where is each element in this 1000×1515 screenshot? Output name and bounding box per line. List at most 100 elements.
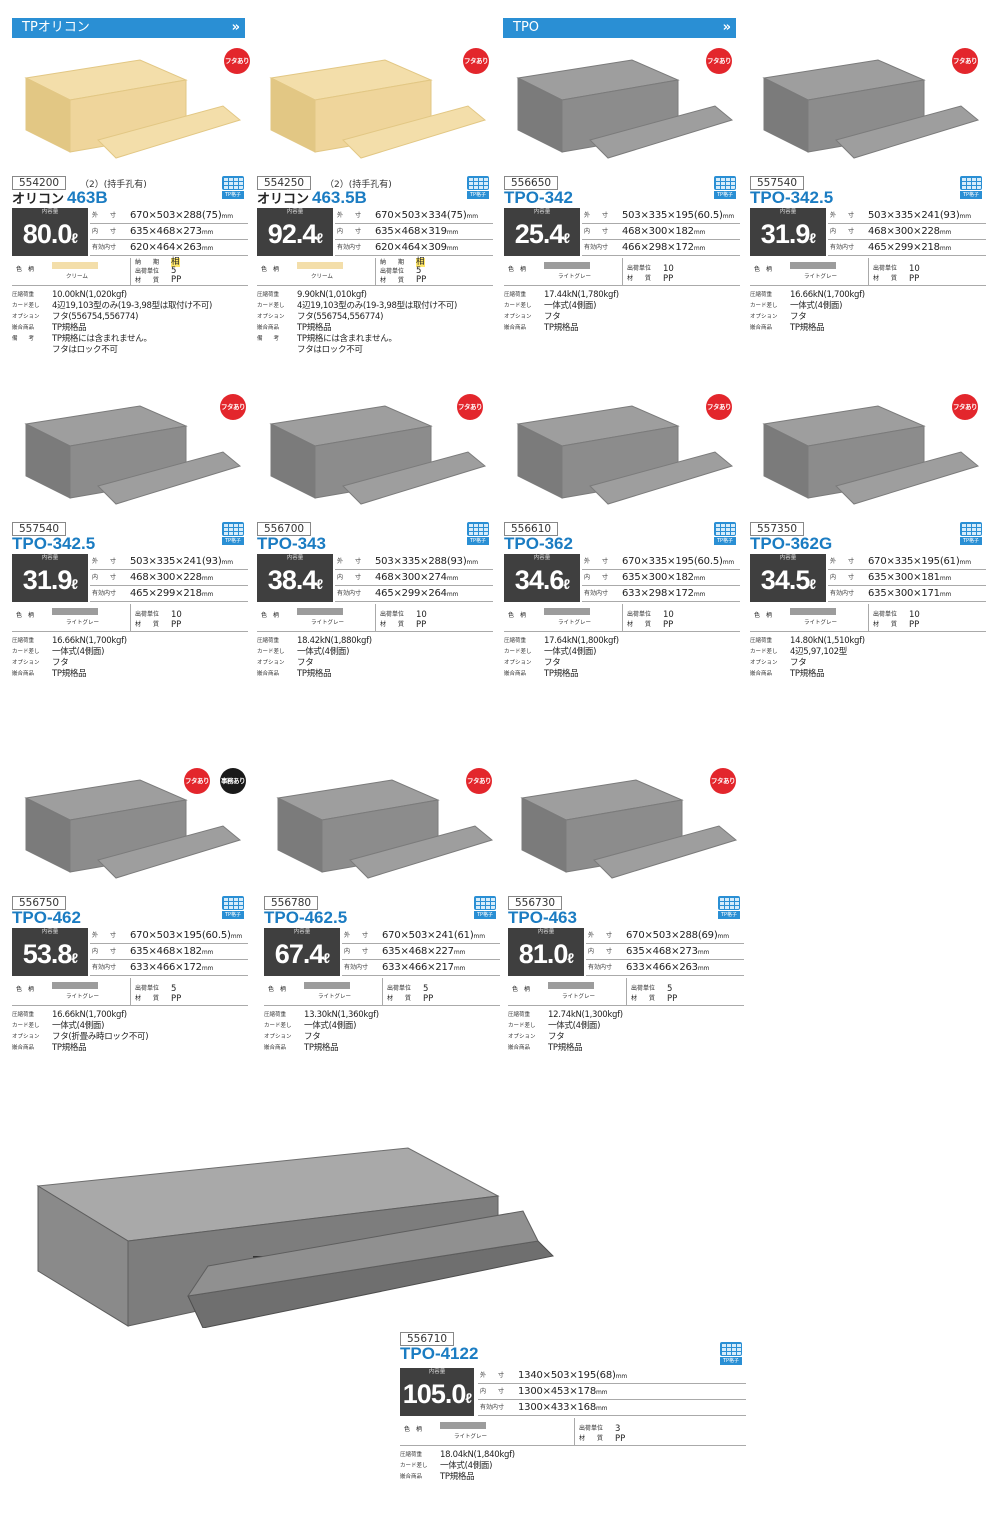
spec-option: オプションフタ(556754,556774) xyxy=(257,312,384,322)
spec-card: カード差し一体式(4側面) xyxy=(504,647,597,657)
color-name: ライトグレー xyxy=(562,994,596,1000)
capacity-value: 31.9ℓ xyxy=(760,219,816,249)
dimension-row-inner: 内 寸 635×468×182mm xyxy=(90,944,248,960)
dimension-row-inner: 内 寸 468×300×274mm xyxy=(335,570,493,586)
tp-grid-icon: TP格子 xyxy=(474,896,496,920)
dimension-row-outer: 外 寸 670×503×241(61)mm xyxy=(342,928,500,944)
spec-option: オプションフタ xyxy=(257,658,314,668)
dimension-row-outer: 外 寸 503×335×241(93)mm xyxy=(90,554,248,570)
color-name: クリーム xyxy=(66,274,88,280)
spec-card: カード差し一体式(4側面) xyxy=(400,1461,493,1471)
product-code: 557540 xyxy=(750,176,805,190)
dimension-row-effective: 有効内寸 620×464×263mm xyxy=(90,240,248,256)
tp-grid-icon: TP格子 xyxy=(714,176,736,200)
color-swatch xyxy=(544,262,590,269)
capacity-box: 内容量 53.8ℓ xyxy=(12,928,88,976)
lid-badge: フタあり xyxy=(457,394,483,420)
model-number: TPO-362 xyxy=(504,534,573,553)
section-title: TPO xyxy=(513,20,540,35)
spec-option: オプションフタ(556754,556774) xyxy=(12,312,139,322)
color-name: ライトグレー xyxy=(454,1434,488,1440)
lid-badge: フタあり xyxy=(463,48,489,74)
color-label: 色 柄 xyxy=(16,986,35,993)
tp-grid-icon: TP格子 xyxy=(467,176,489,200)
capacity-value: 53.8ℓ xyxy=(22,939,78,969)
spec-card: カード差し一体式(4側面) xyxy=(508,1021,601,1031)
capacity-label: 内容量 xyxy=(41,209,59,215)
dimension-row-outer: 外 寸 503×335×241(93)mm xyxy=(828,208,986,224)
color-name: ライトグレー xyxy=(318,994,352,1000)
model-name: TPO-342 xyxy=(504,188,573,208)
capacity-label: 内容量 xyxy=(41,555,59,561)
capacity-label: 内容量 xyxy=(533,555,551,561)
product-code: 556780 xyxy=(264,896,319,910)
product-note: （2）(持手孔有) xyxy=(80,180,147,190)
color-swatch xyxy=(297,608,343,615)
capacity-value: 92.4ℓ xyxy=(267,219,323,249)
color-swatch xyxy=(548,982,594,989)
capacity-value: 105.0ℓ xyxy=(402,1379,472,1409)
product-code: 556710 xyxy=(400,1332,455,1346)
lid-badge: フタあり xyxy=(952,394,978,420)
capacity-box: 内容量 81.0ℓ xyxy=(508,928,584,976)
product-code: 556730 xyxy=(508,896,563,910)
dimension-row-outer: 外 寸 670×503×334(75)mm xyxy=(335,208,493,224)
dimension-row-effective: 有効内寸 633×466×217mm xyxy=(342,960,500,976)
color-name: ライトグレー xyxy=(804,620,838,626)
product-photo xyxy=(253,40,493,162)
model-number: TPO-462.5 xyxy=(264,908,348,927)
capacity-value: 34.5ℓ xyxy=(760,565,816,595)
dimension-row-outer: 外 寸 670×335×195(60.5)mm xyxy=(582,554,740,570)
capacity-box: 内容量 25.4ℓ xyxy=(504,208,580,256)
dimension-row-effective: 有効内寸 465×299×264mm xyxy=(335,586,493,602)
spec-card: カード差し一体式(4側面) xyxy=(12,647,105,657)
tp-grid-icon: TP格子 xyxy=(222,522,244,546)
dimension-row-inner: 内 寸 468×300×228mm xyxy=(828,224,986,240)
model-number: TPO-462 xyxy=(12,908,81,927)
model-name: TPO-342.5 xyxy=(12,534,95,554)
dimension-row-effective: 有効内寸 465×299×218mm xyxy=(828,240,986,256)
model-name: TPO-463 xyxy=(508,908,577,928)
spec-remarks-2: フタはロック不可 xyxy=(297,345,363,355)
dimension-row-effective: 有効内寸 465×299×218mm xyxy=(90,586,248,602)
model-number: TPO-463 xyxy=(508,908,577,927)
lid-badge: フタあり xyxy=(224,48,250,74)
spec-card: カード差し一体式(4側面) xyxy=(504,301,597,311)
color-name: クリーム xyxy=(311,274,333,280)
capacity-value: 80.0ℓ xyxy=(22,219,78,249)
dimension-row-outer: 外 寸 670×503×195(60.5)mm xyxy=(90,928,248,944)
capacity-value: 31.9ℓ xyxy=(22,565,78,595)
color-name: ライトグレー xyxy=(558,274,592,280)
color-swatch xyxy=(544,608,590,615)
double-chevron-right-icon: » xyxy=(722,20,732,35)
capacity-value: 67.4ℓ xyxy=(274,939,330,969)
model-number: 463B xyxy=(67,188,108,207)
product-photo-tpo-4122 xyxy=(28,1146,558,1328)
tp-grid-icon: TP格子 xyxy=(720,1342,742,1366)
model-number: TPO-342.5 xyxy=(12,534,96,553)
product-code: 556650 xyxy=(504,176,559,190)
